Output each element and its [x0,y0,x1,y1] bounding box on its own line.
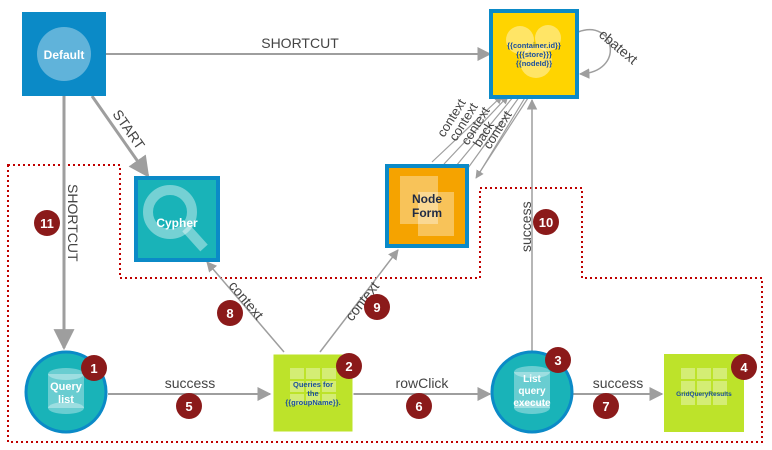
edge-label-success-10: success [518,201,534,252]
svg-text:9: 9 [373,300,380,315]
badge-11: 11 [34,210,60,236]
node-list-query-execute-line3: execute [513,398,551,409]
edge-start [90,95,150,178]
node-node-form-line1: Node [412,192,442,206]
badge-8: 8 [217,300,243,326]
node-query-list-line1: Query [50,381,83,393]
svg-text:10: 10 [539,215,553,230]
group-boundary [7,164,763,443]
node-grid-query-results-label: GridQueryResults [676,391,732,398]
badge-6: 6 [406,393,432,419]
node-container-line1: {{container.id}} [507,41,561,50]
badge-1: 1 [81,355,107,381]
edge-context-multi-4 [467,95,521,169]
svg-text:8: 8 [226,306,233,321]
node-default-label: Default [44,48,85,62]
node-queries-for-line2: the [307,389,318,398]
badge-7: 7 [593,393,619,419]
node-cypher-label: Cypher [156,216,198,230]
film-reel-icon [37,27,91,81]
node-default[interactable]: Default [22,12,106,96]
node-node-form[interactable]: Node Form [385,164,469,248]
svg-text:2: 2 [345,359,352,374]
edge-label-shortcut-top: SHORTCUT [261,35,339,51]
document-icon [400,176,454,236]
badge-4: 4 [731,354,757,380]
node-queries-for[interactable]: Queries for the {{groupName}}. [272,353,354,433]
database-icon [48,368,84,414]
node-cypher[interactable]: Cypher [134,176,220,262]
svg-text:7: 7 [602,399,609,414]
edge-label-shortcut-left: SHORTCUT [65,184,81,262]
edge-label-row-click: rowClick [396,375,450,391]
node-query-list-line2: list [58,394,74,406]
edge-self-loop [577,29,611,79]
edge-label-success-5: success [165,375,216,391]
svg-text:11: 11 [40,216,54,231]
svg-text:3: 3 [554,353,561,368]
badge-2: 2 [336,353,362,379]
node-queries-for-line3: {{groupName}}. [285,398,340,407]
edge-context-multi-6 [475,97,529,179]
node-list-query-execute-line2: query [518,386,546,397]
node-list-query-execute[interactable]: List query execute [490,350,574,434]
node-queries-for-line1: Queries for [293,380,333,389]
node-container-line2: {{{store}}} [516,50,552,59]
node-container-line3: {{nodeId}} [516,59,552,68]
edge-context-multi-2 [443,95,509,165]
badge-5: 5 [176,393,202,419]
badge-3: 3 [545,347,571,373]
node-node-form-line2: Form [412,206,442,220]
svg-text:5: 5 [185,399,192,414]
edge-context-multi-3 [455,95,515,167]
cluster-icon [506,25,561,78]
svg-text:6: 6 [415,399,422,414]
svg-text:1: 1 [90,361,97,376]
grid-icon [681,368,727,405]
node-grid-query-results[interactable]: GridQueryResults [664,354,744,432]
magnifier-icon [143,185,208,252]
badge-10: 10 [533,209,559,235]
grid-icon [290,368,336,405]
database-icon [514,366,550,414]
node-list-query-execute-line1: List [523,374,541,385]
svg-text:4: 4 [740,360,748,375]
badge-9: 9 [364,294,390,320]
edge-label-self-loop: cbatext [596,26,641,67]
edge-context-8 [206,261,285,353]
edge-label-success-7: success [593,375,644,391]
edge-context-multi-1 [431,95,503,163]
node-container[interactable]: {{container.id}} {{{store}}} {{nodeId}} [489,9,579,99]
edge-context-9 [319,249,399,353]
